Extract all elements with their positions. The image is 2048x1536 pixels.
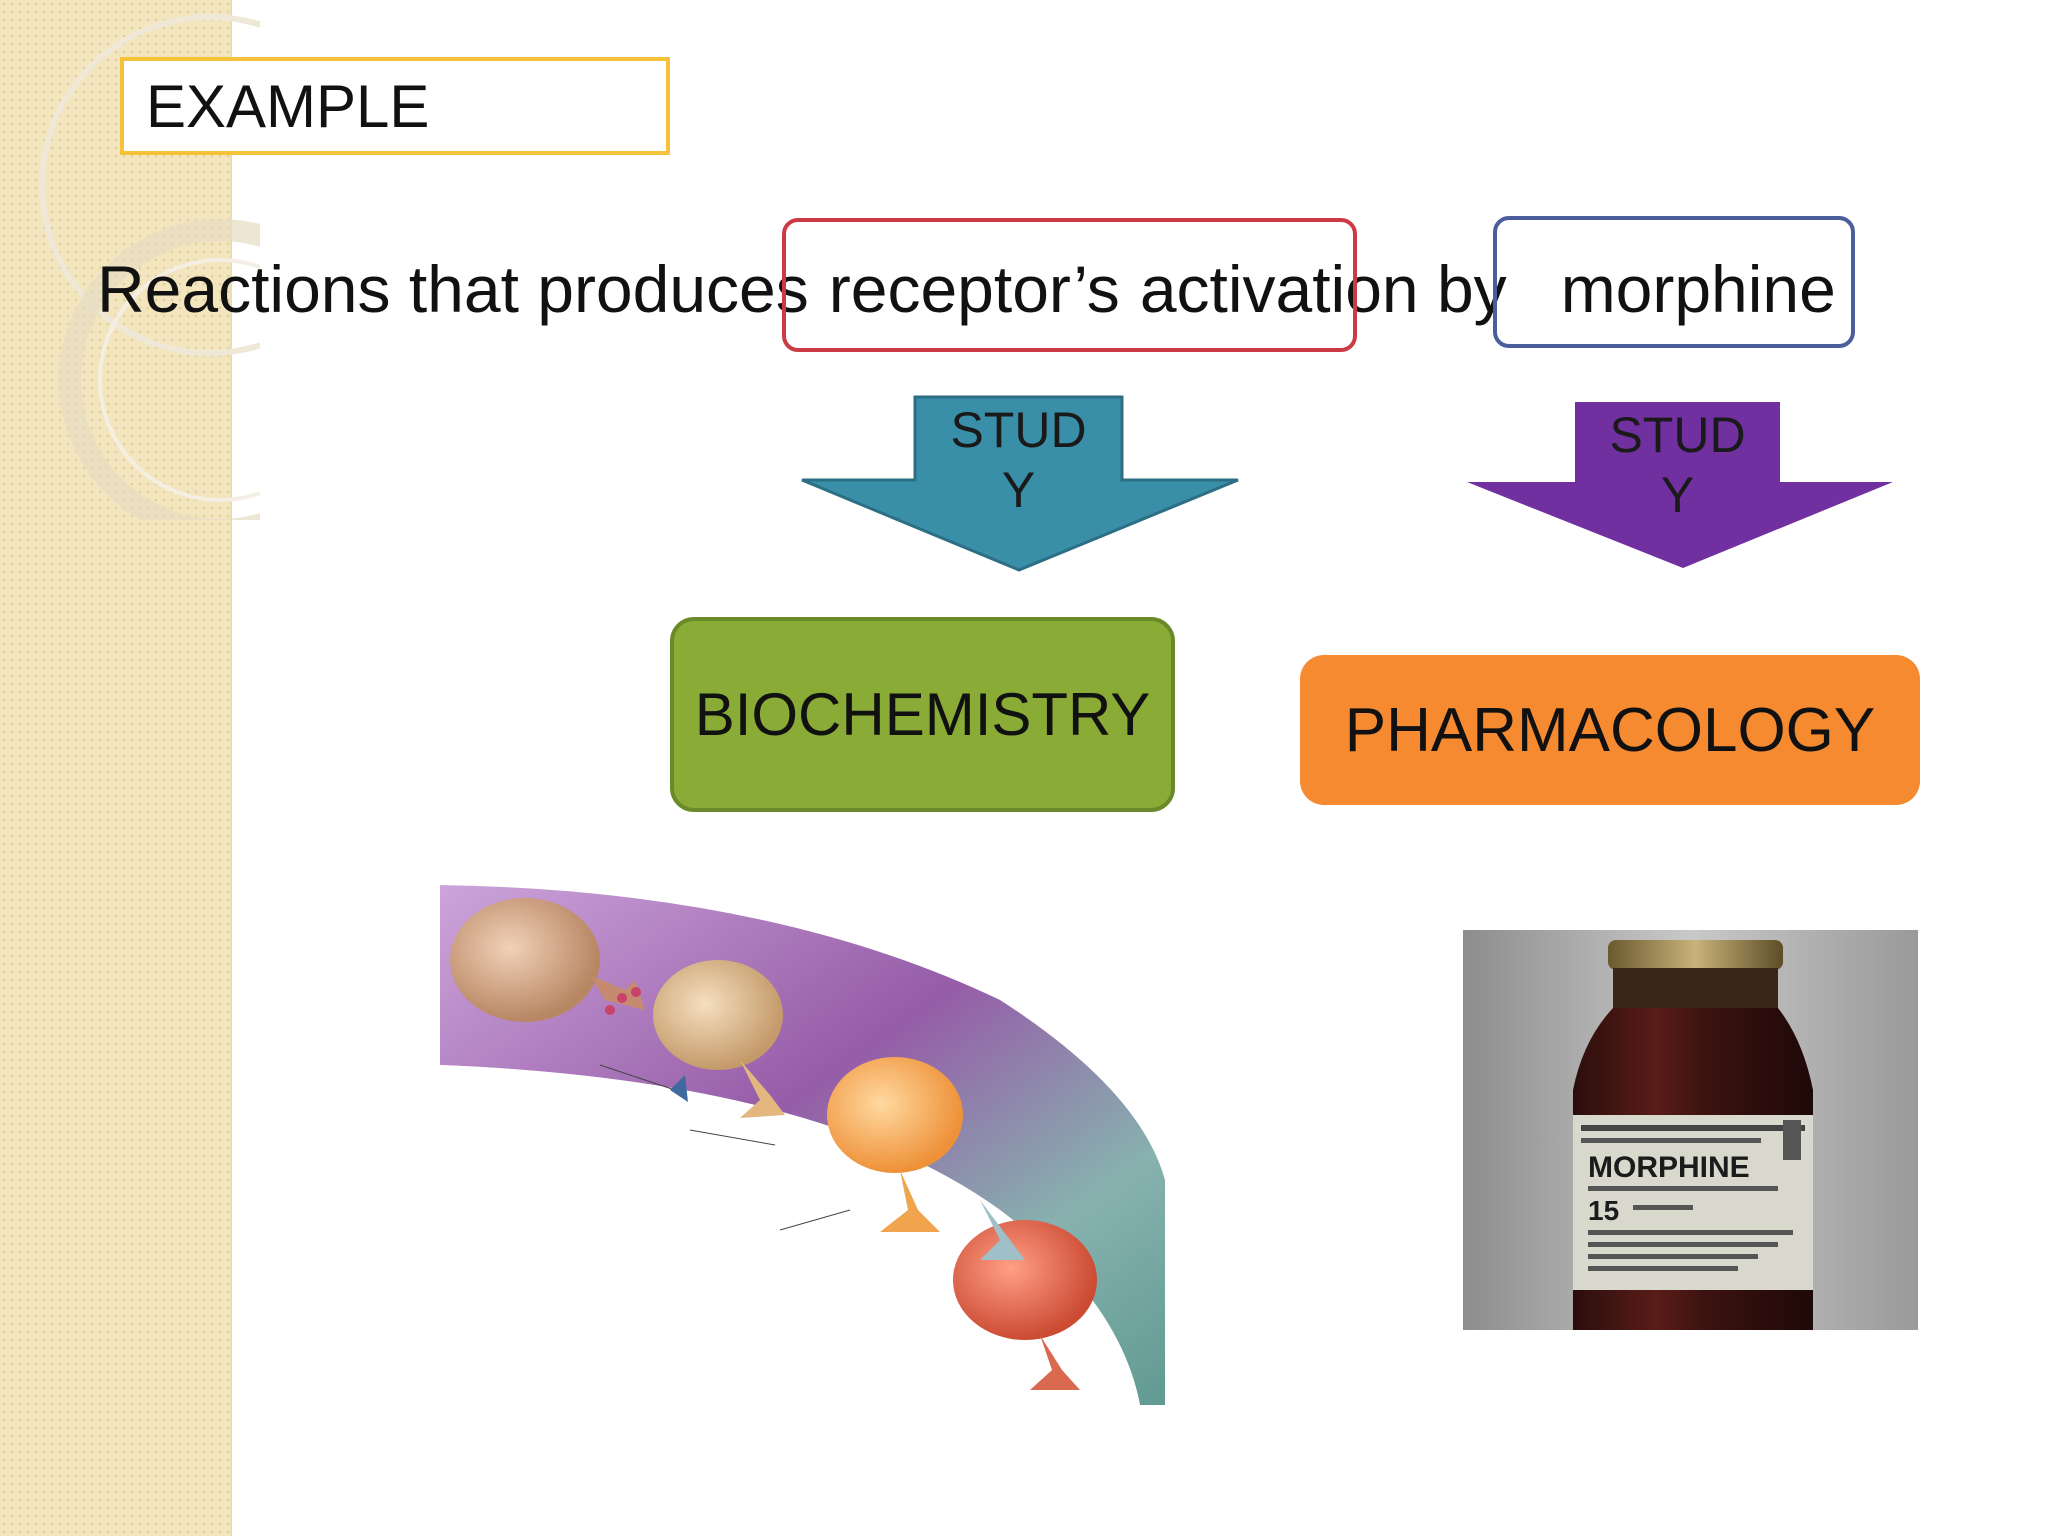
pharmacology-label: PHARMACOLOGY [1344, 695, 1876, 765]
study-arrow-1-line1: STUD [950, 402, 1087, 458]
biochemistry-label: BIOCHEMISTRY [694, 680, 1151, 748]
statement-part-2: receptor’s [828, 252, 1120, 326]
vial-dose-text: 15 [1588, 1195, 1619, 1226]
neuron-pathway-illustration [440, 885, 1165, 1405]
decorative-side-band [0, 0, 232, 1536]
biochemistry-box: BIOCHEMISTRY [670, 617, 1175, 812]
decorative-rings [39, 14, 260, 520]
morphine-highlight [1493, 216, 1855, 348]
study-arrow-biochemistry [801, 395, 1239, 572]
morphine-vial-photo: MORPHINE 15 [1463, 930, 1918, 1330]
study-arrow-1-line2: Y [1001, 462, 1036, 518]
study-arrow-2-line2: Y [1660, 467, 1695, 523]
example-label: EXAMPLE [146, 73, 430, 140]
study-arrow-2-line1: STUD [1609, 407, 1746, 463]
receptor-activation-highlight [782, 218, 1357, 352]
example-title-box: EXAMPLE [120, 57, 670, 155]
study-arrow-2-label: STUD Y [1575, 405, 1780, 525]
study-arrow-pharmacology [1467, 402, 1893, 568]
vial-brand-text: MORPHINE [1588, 1151, 1750, 1184]
study-arrow-1-label: STUD Y [915, 400, 1122, 520]
statement-part-4: morphine [1560, 252, 1836, 326]
statement-part-1: Reactions that produces [97, 252, 809, 326]
statement-part-3: activation by [1139, 252, 1507, 326]
pharmacology-box: PHARMACOLOGY [1300, 655, 1920, 805]
